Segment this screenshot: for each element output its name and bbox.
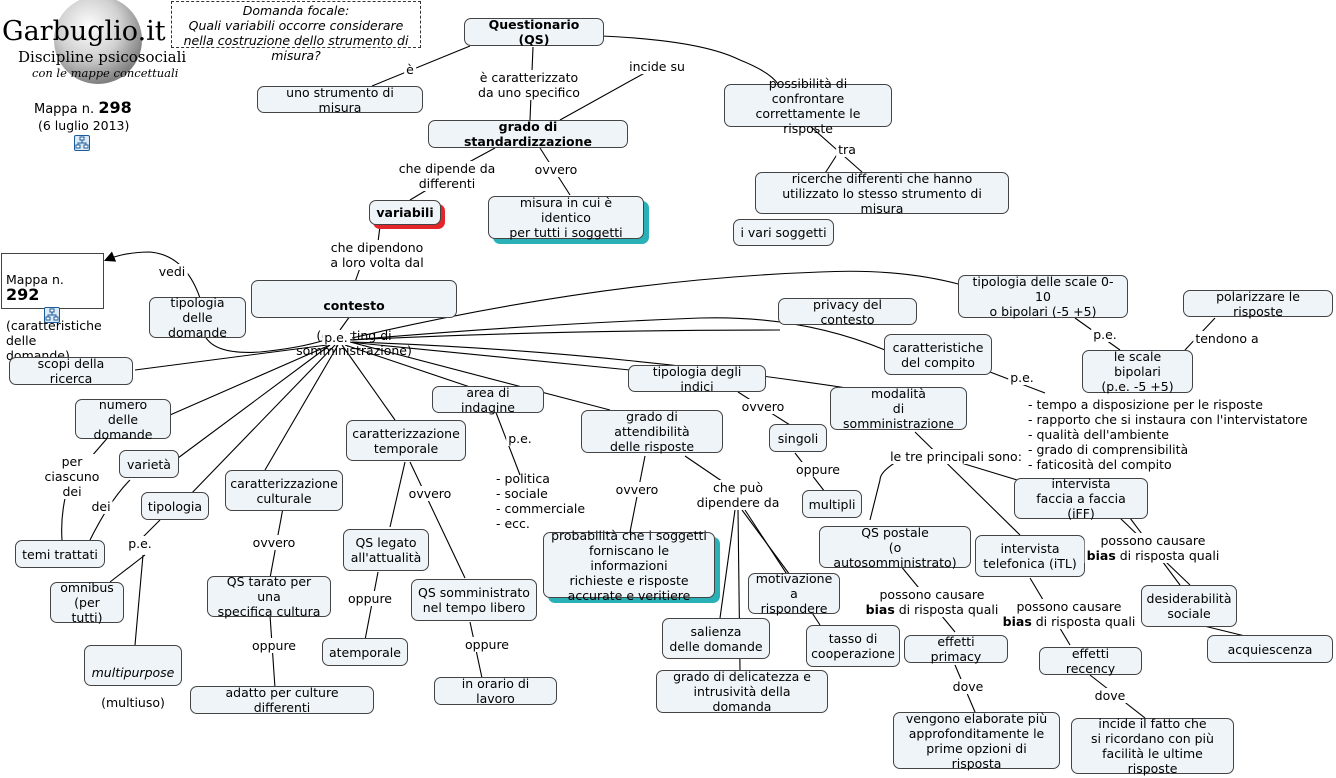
node-orario-lavoro[interactable]: in orario di lavoro [434,676,557,706]
link-label: ovvero [739,399,787,414]
focal-question: Domanda focale: Quali variabili occorre … [171,1,421,63]
node-qs-tempo-libero[interactable]: QS somministrato nel tempo libero [411,579,537,621]
node-multipurpose[interactable]: multipurpose (multiuso) [84,645,182,710]
node-tasso-cooperazione[interactable]: tasso di cooperazione [806,625,900,667]
link-label: incide su [627,59,687,74]
node-grado-attendibilita[interactable]: grado di attendibilità delle risposte [581,409,723,454]
node-modalita-somministrazione[interactable]: modalità di somministrazione [830,386,967,431]
node-qs-tarato[interactable]: QS tarato per una specifica cultura [207,574,331,619]
link-label: che dipende da differenti [396,161,498,191]
node-numero-domande[interactable]: numero delle domande [75,397,171,442]
concept-map-icon[interactable] [44,307,60,323]
ref-map-292[interactable]: Mappa n. 292 (caratteristiche delle doma… [1,253,104,363]
node-privacy-contesto[interactable]: privacy del contesto [778,297,917,327]
link-label: oppure [463,637,511,652]
node-acquiescenza[interactable]: acquiescenza [1207,635,1333,663]
node-strumento[interactable]: uno strumento di misura [257,85,423,115]
node-polarizzare[interactable]: polarizzare le risposte [1183,289,1333,319]
node-omnibus[interactable]: omnibus (per tutti) [50,580,124,625]
node-tipologia[interactable]: tipologia [141,492,209,520]
compito-list: - tempo a disposizione per le risposte -… [1028,397,1308,472]
node-tipologia-indici[interactable]: tipologia degli indici [628,364,766,394]
focal-text: Quali variabili occorre considerare nell… [183,18,409,63]
node-elaborate[interactable]: vengono elaborate più approfonditamente … [893,711,1060,771]
map-number: Mappa n. 298 [34,98,132,117]
node-tipologia-scale[interactable]: tipologia delle scale 0-10 o bipolari (-… [958,274,1128,319]
link-label: per ciascuno dei [42,454,102,499]
link-label: p.e. [1091,327,1119,342]
node-questionario[interactable]: Questionario (QS) [464,17,604,47]
node-ricordano[interactable]: incide il fatto che si ricordano con più… [1071,716,1234,776]
node-qs-postale[interactable]: QS postale (o autosomministrato) [819,525,971,570]
link-label: tra [836,142,858,157]
focal-title: Domanda focale: [242,3,350,18]
node-multipli[interactable]: multipli [802,490,862,518]
node-scale-bipolari[interactable]: le scale bipolari (p.e. -5 +5) [1082,349,1193,394]
link-label: p.e. [126,536,154,551]
link-label: oppure [794,462,842,477]
node-varieta[interactable]: varietà [119,450,179,478]
link-label: ovvero [250,535,298,550]
node-ricerche-differenti[interactable]: ricerche differenti che hanno utilizzato… [755,171,1009,216]
node-caratteristiche-compito[interactable]: caratteristiche del compito [884,334,992,375]
node-intervista-faccia[interactable]: intervista faccia a faccia (iFF) [1014,476,1148,521]
link-label: dove [950,679,986,694]
node-adatto-culture[interactable]: adatto per culture differenti [190,685,374,715]
link-label: ovvero [532,162,580,177]
link-label: che dipendono a loro volta dal [328,240,426,270]
link-label: dove [1092,688,1128,703]
link-label: che può dipendere da [694,480,782,510]
node-probabilita[interactable]: probabilità che i soggetti forniscano le… [543,528,715,603]
link-label: p.e. [322,330,350,345]
node-scopi-ricerca[interactable]: scopi della ricerca [9,356,133,386]
node-temi-trattati[interactable]: temi trattati [15,540,105,568]
node-vari-soggetti[interactable]: i vari soggetti [733,219,834,246]
node-grado-standardizzazione[interactable]: grado di standardizzazione [428,119,628,149]
concept-map-icon[interactable] [74,135,90,151]
map-date: (6 luglio 2013) [38,118,130,133]
node-delicatezza[interactable]: grado di delicatezza e intrusività della… [656,669,828,714]
link-label: è [404,62,416,77]
logo-globe [54,0,142,84]
node-desiderabilita[interactable]: desiderabilità sociale [1141,585,1237,627]
area-list: - politica - sociale - commerciale - ecc… [496,471,586,531]
link-label: le tre principali sono: [888,449,1024,464]
link-label: oppure [346,591,394,606]
link-label: dei [89,499,113,514]
node-variabili[interactable]: variabili [369,200,441,225]
link-label: tendono a [1193,331,1261,346]
site-subtagline: con le mappe concettuali [32,66,179,80]
site-tagline: Discipline psicosociali [18,48,187,66]
node-possibilita-confrontare[interactable]: possibilità di confrontare correttamente… [724,76,892,136]
node-motivazione[interactable]: motivazione a rispondere [748,571,840,616]
link-label: ovvero [613,482,661,497]
node-intervista-telefonica[interactable]: intervista telefonica (iTL) [975,535,1085,577]
node-area-indagine[interactable]: area di indagine [432,385,544,415]
node-singoli[interactable]: singoli [769,424,827,452]
node-effetti-recency[interactable]: effetti recency [1039,646,1142,676]
link-label: p.e. [1008,370,1036,385]
link-label: p.e. [506,431,534,446]
node-contesto[interactable]: contesto (o setting di somministrazione) [251,280,457,358]
node-salienza[interactable]: salienza delle domande [662,618,770,659]
link-label: è caratterizzato da uno specifico [476,70,582,100]
node-qs-attualita[interactable]: QS legato all'attualità [343,529,429,571]
node-misura-identico[interactable]: misura in cui è identico per tutti i sog… [488,195,644,240]
node-effetti-primacy[interactable]: effetti primacy [904,634,1008,664]
link-label: oppure [250,638,298,653]
node-caratterizzazione-culturale[interactable]: caratterizzazione culturale [225,470,343,511]
site-logo[interactable]: Garbuglio.it [2,16,166,47]
node-atemporale[interactable]: atemporale [322,638,408,666]
link-label: vedi [156,264,188,279]
node-caratterizzazione-temporale[interactable]: caratterizzazione temporale [346,420,466,461]
node-tipologia-domande[interactable]: tipologia delle domande [149,295,246,340]
link-label: ovvero [406,486,454,501]
